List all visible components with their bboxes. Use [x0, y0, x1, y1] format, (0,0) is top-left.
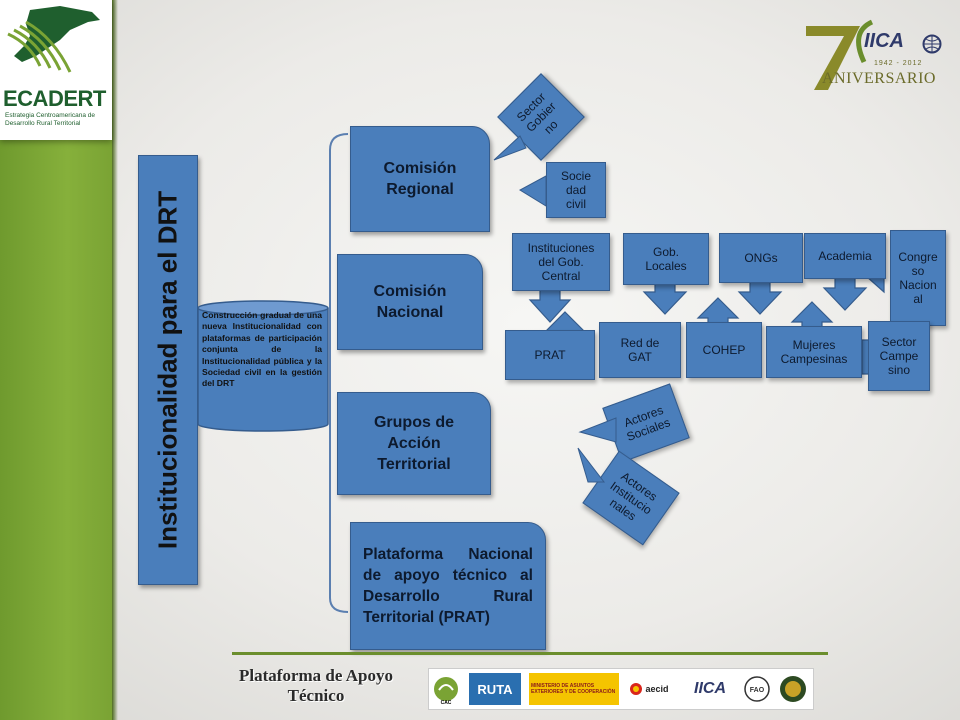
sector-gobierno-pointer — [493, 135, 527, 161]
iica-logo: IICA — [681, 673, 739, 705]
ruta-label: RUTA — [477, 681, 513, 697]
actores-sociales-label: Actores Sociales — [622, 402, 673, 444]
prat-label: PRAT — [534, 348, 566, 362]
aecid-emblem-icon — [630, 683, 643, 695]
actores-institucionales-pointer — [577, 447, 606, 483]
ministerio-label: MINISTERIO DE ASUNTOS EXTERIORES Y DE CO… — [531, 683, 616, 695]
congreso-nacional-box: Congre so Nacion al — [890, 230, 946, 326]
logo-name: ECADERT — [3, 86, 106, 111]
actores-sociales-pointer — [578, 417, 617, 443]
academia-label: Academia — [818, 249, 872, 263]
cylinder-shape — [197, 300, 329, 432]
footer-title: Plataforma de Apoyo Técnico — [239, 666, 393, 705]
fao-emblem-icon: FAO — [744, 676, 770, 702]
sociedad-civil-pointer — [518, 175, 547, 207]
plataforma-nacional-label: Plataforma Nacional de apoyo técnico al … — [363, 546, 533, 626]
comision-regional-label: Comisión Regional — [383, 160, 457, 198]
fao-label: FAO — [750, 687, 765, 694]
cac-text: CAC — [431, 699, 461, 707]
main-title: Institucionalidad para el DRT — [152, 190, 183, 550]
instituciones-gob-box: Instituciones del Gob. Central — [512, 233, 610, 291]
ecadert-logo: ECADERT Estrategia Centroamericana de De… — [0, 0, 112, 140]
comision-nacional-label: Comisión Nacional — [373, 283, 447, 321]
partner-seal-logo — [777, 673, 809, 705]
gob-locales-box: Gob. Locales — [623, 233, 709, 285]
anniversary-word: ANIVERSARIO — [822, 70, 936, 87]
gob-locales-label: Gob. Locales — [645, 245, 687, 273]
cohep-label: COHEP — [702, 343, 746, 357]
seventy-anniversary-icon — [806, 19, 874, 90]
comision-nacional-box: Comisión Nacional — [337, 254, 483, 350]
ongs-label: ONGs — [744, 251, 778, 265]
plataforma-nacional-box: Plataforma Nacional de apoyo técnico al … — [350, 522, 546, 650]
instituciones-gob-label: Instituciones del Gob. Central — [527, 241, 595, 283]
sponsor-logos: CAC RUTA MINISTERIO DE ASUNTOS EXTERIORE… — [428, 668, 814, 710]
sociedad-civil-callout: Socie dad civil — [546, 162, 606, 218]
sector-campesino-label: Sector Campe sino — [879, 335, 919, 377]
grupos-accion-label: Grupos de Acción Territorial — [373, 414, 454, 473]
sector-campesino-box: Sector Campe sino — [868, 321, 930, 391]
iica-label: IICA — [694, 680, 726, 697]
ruta-logo: RUTA — [469, 673, 521, 705]
cac-label: CAC — [440, 700, 452, 706]
cac-emblem-icon — [434, 677, 458, 701]
comision-regional-box: Comisión Regional — [350, 126, 490, 232]
red-gat-box: Red de GAT — [599, 322, 681, 378]
cylinder-text: Construcción gradual de una nueva Instit… — [202, 310, 322, 389]
mujeres-campesinas-box: Mujeres Campesinas — [766, 326, 862, 378]
aecid-label: aecid — [645, 684, 669, 694]
ministerio-logo: MINISTERIO DE ASUNTOS EXTERIORES Y DE CO… — [529, 673, 619, 705]
main-title-box: Institucionalidad para el DRT — [138, 155, 198, 585]
grupos-accion-box: Grupos de Acción Territorial — [337, 392, 491, 495]
mujeres-campesinas-label: Mujeres Campesinas — [780, 338, 848, 366]
anniversary-years: 1942 - 2012 — [874, 60, 923, 67]
cohep-box: COHEP — [686, 322, 762, 378]
sidebar-shadow — [112, 0, 118, 720]
iica-brand: IICA — [864, 30, 904, 52]
globe-icon — [922, 34, 942, 54]
congreso-nacional-label: Congre so Nacion al — [898, 250, 938, 306]
central-america-map-icon — [7, 6, 100, 73]
aecid-logo: aecid — [623, 673, 675, 705]
ongs-box: ONGs — [719, 233, 803, 283]
prat-box: PRAT — [505, 330, 595, 380]
logo-subtitle: Estrategia Centroamericana de Desarrollo… — [5, 112, 95, 127]
academia-box: Academia — [804, 233, 886, 279]
cac-logo — [431, 673, 461, 705]
footer-divider — [232, 652, 828, 655]
fao-logo: FAO — [743, 673, 771, 705]
partner-seal-icon — [780, 676, 806, 702]
sociedad-civil-label: Socie dad civil — [560, 169, 592, 211]
red-gat-label: Red de GAT — [620, 336, 660, 364]
